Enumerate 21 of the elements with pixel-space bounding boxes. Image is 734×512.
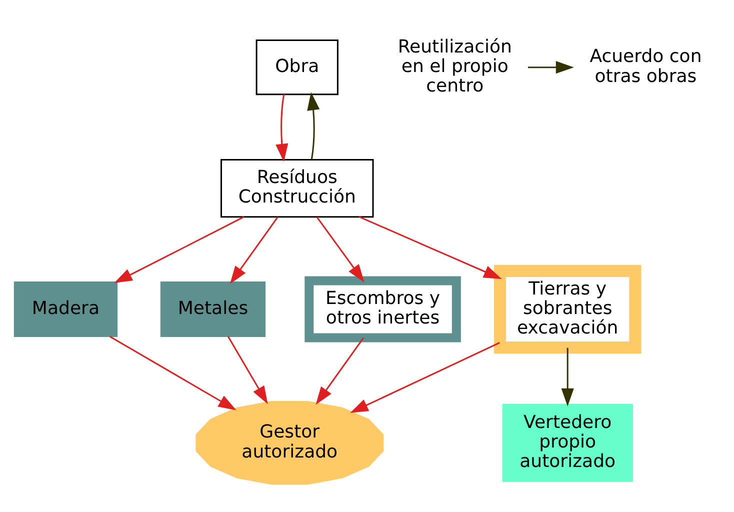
node-box: Vertedero propio autorizado	[502, 403, 633, 482]
node-box: Tierras y sobrantes excavación	[494, 264, 642, 354]
node-box: Obra	[256, 39, 338, 95]
arrow	[110, 335, 236, 410]
arrow	[316, 216, 364, 282]
arrow	[350, 342, 500, 412]
node-box: Madera	[14, 280, 118, 337]
arrow	[307, 92, 320, 160]
arrow	[230, 216, 278, 284]
node-text: Acuerdo con otras obras	[590, 46, 702, 86]
arrow	[528, 60, 574, 74]
node-box: Metales	[160, 280, 266, 337]
node-box: Resíduos Construcción	[220, 158, 374, 218]
arrow	[276, 94, 288, 162]
arrow	[227, 336, 268, 404]
node-text: Reutilización en el propio centro	[398, 36, 512, 96]
arrow	[358, 216, 502, 279]
arrow	[316, 336, 364, 404]
node-box: Escombros y otros inertes	[304, 276, 461, 342]
arrow	[114, 216, 244, 283]
arrow	[561, 347, 574, 406]
